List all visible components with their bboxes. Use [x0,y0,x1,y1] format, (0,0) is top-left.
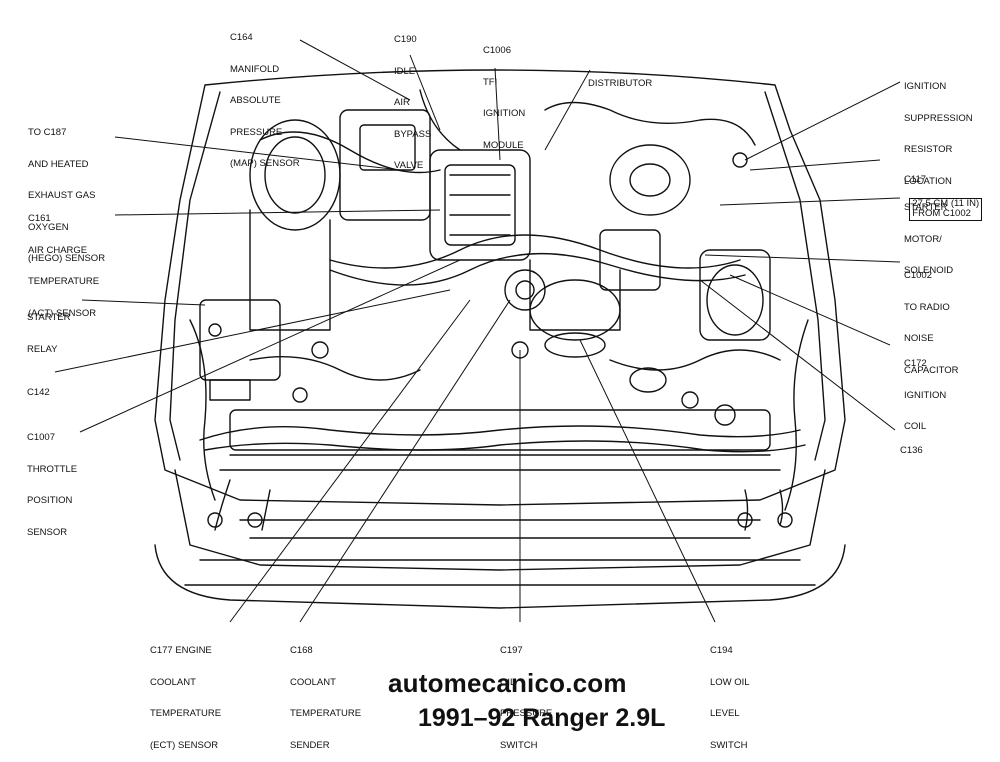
label-line: MOTOR/ [904,233,942,245]
label-line: TEMPERATURE [290,708,362,719]
label-ignition-suppression: IGNITION SUPPRESSION RESISTOR LOCATION 2… [904,61,983,221]
label-line: C190 [394,34,417,45]
label-line: C177 ENGINE [150,645,212,656]
bumper [154,544,846,609]
caption: 1991–92 Ranger 2.9L [418,704,666,732]
label-line: (ECT) SENSOR [150,739,219,751]
label-c177: C177 ENGINE COOLANT TEMPERATURE (ECT) SE… [150,625,221,762]
label-line: AIR CHARGE [28,244,88,256]
label-line: IGNITION [904,81,947,92]
label-line: COIL [904,421,927,432]
watermark: automecanico.com [388,668,627,698]
label-line: C161 [28,213,51,224]
label-c161: C161 AIR CHARGE TEMPERATURE (ACT) SENSOR [28,193,99,330]
label-line: SWITCH [500,739,538,751]
label-line: C1006 [483,45,511,56]
label-line: MANIFOLD [230,63,280,75]
grille [174,469,826,571]
label-line: COOLANT [150,676,196,688]
label-line: IGNITION [904,389,947,401]
label-c1006: C1006 TFI IGNITION MODULE [483,25,525,162]
label-line: SENSOR [27,526,68,538]
label-c1007: C1007 THROTTLE POSITION SENSOR [27,412,77,549]
label-line: IGNITION [483,108,526,119]
label-c142: C142 [27,367,50,409]
label-line: AND HEATED [28,158,89,170]
label-distributor: DISTRIBUTOR [588,58,652,100]
label-line: C117 [904,174,927,185]
label-line: SOLENOID [904,265,954,276]
label-starter-motor: STARTER MOTOR/ SOLENOID [904,182,953,287]
label-line: SWITCH [710,739,748,751]
label-c1002: C1002 TO RADIO NOISE CAPACITOR [904,250,959,387]
label-line: TEMPERATURE [150,708,222,719]
label-line: C136 [900,445,923,456]
label-line: BYPASS [394,128,432,140]
label-line: TEMPERATURE [28,276,100,287]
label-line: MODULE [483,139,524,151]
label-line: C197 [500,645,523,656]
label-line: LOCATION [904,175,952,187]
label-line: AIR [394,97,410,108]
label-line: EXHAUST GAS [28,190,96,201]
label-c136: C136 [900,425,923,467]
label-c168: C168 COOLANT TEMPERATURE SENDER [290,625,361,762]
label-line: VALVE [394,160,424,171]
label-line: C142 [27,387,50,398]
label-c172: C172 IGNITION COIL [904,338,946,443]
left-fender [169,91,221,461]
label-line: IDLE [394,65,416,77]
engine-compartment-drawing [54,39,901,623]
label-line: SUPPRESSION [904,112,973,124]
label-line: (ACT) SENSOR [28,307,97,319]
label-line: THROTTLE [27,463,78,475]
label-c187: TO C187 AND HEATED EXHAUST GAS OXYGEN (H… [28,107,105,275]
label-line: PRESSURE [230,126,283,138]
label-line: SENDER [290,739,330,751]
label-line: TO C187 [28,127,67,138]
label-line: STARTER [904,202,948,213]
label-line: OXYGEN [28,221,69,233]
label-line: C168 [290,645,313,656]
label-line: C172 [904,358,927,369]
distance-box: 27.5 CM (11 IN) FROM C1002 [909,197,983,221]
label-starter-relay: STARTER RELAY [27,292,70,366]
label-line: RELAY [27,343,58,355]
label-line: ABSOLUTE [230,95,281,106]
label-line: LEVEL [710,708,740,719]
label-c194: C194 LOW OIL LEVEL SWITCH [710,625,750,762]
hood-outline [154,69,846,506]
label-line: STARTER [27,312,71,323]
leader-lines [54,39,901,623]
label-line: NOISE [904,333,934,344]
label-line: TFI [483,76,498,88]
label-c117: C117 [904,154,926,196]
label-line: C194 [710,645,733,656]
label-line: DISTRIBUTOR [588,78,653,89]
label-line: OIL [500,676,516,688]
label-line: RESISTOR [904,144,953,155]
right-fender [764,91,826,461]
label-line: CAPACITOR [904,364,959,376]
label-c164: C164 MANIFOLD ABSOLUTE PRESSURE (MAP) SE… [230,12,300,180]
label-line: LOW OIL [710,676,750,688]
label-line: 27.5 CM (11 IN) [912,197,980,209]
label-line: COOLANT [290,676,336,688]
label-c190: C190 IDLE AIR BYPASS VALVE [394,14,431,182]
label-line: FROM C1002 [912,208,971,219]
label-line: (MAP) SENSOR [230,158,300,169]
label-line: (HEGO) SENSOR [28,253,106,264]
label-line: TO RADIO [904,301,950,313]
label-line: POSITION [27,495,73,506]
label-line: PRESSURE [500,708,553,719]
label-line: C1007 [27,432,55,443]
label-line: C164 [230,32,253,43]
label-line: C1002 [904,270,932,281]
